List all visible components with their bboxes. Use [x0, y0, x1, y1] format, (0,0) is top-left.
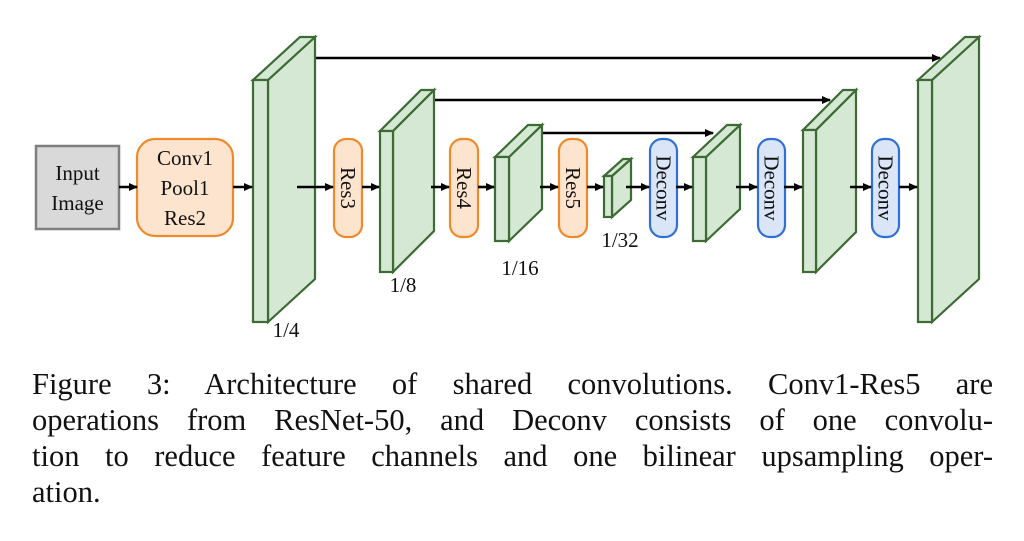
- caption-line-1: Figure 3: Architecture of shared convolu…: [32, 367, 993, 401]
- block-side-face: [266, 34, 317, 325]
- feature-block-1-32: [601, 156, 634, 220]
- res5-op-label: Res5: [561, 167, 585, 209]
- scale-label-1-4: 1/4: [273, 318, 300, 342]
- decoder-block-1-16: [690, 122, 743, 244]
- block-side-face: [930, 34, 981, 325]
- input-image-label: Input: [55, 161, 99, 185]
- caption-line-2: operations from ResNet-50, and Deconv co…: [32, 403, 993, 437]
- res5-op: Res5: [557, 137, 589, 239]
- block-front-face: [493, 155, 511, 243]
- feature-block-1-4: [250, 34, 318, 325]
- res3-op: Res3: [332, 137, 364, 239]
- res3-op-label: Res3: [336, 167, 360, 209]
- stem-label: Pool1: [160, 176, 209, 200]
- caption-line-4: ation.: [32, 475, 101, 509]
- block-front-face: [378, 129, 395, 274]
- input-image-label: Image: [51, 191, 103, 215]
- deconv-op-1: Deconv: [648, 137, 679, 239]
- block-front-face: [916, 78, 934, 324]
- deconv-op-3: Deconv: [870, 137, 901, 239]
- res4-op: Res4: [448, 137, 480, 239]
- block-front-face: [691, 155, 708, 243]
- block-front-face: [251, 78, 270, 324]
- caption-line-3: tion to reduce feature channels and one …: [32, 439, 993, 473]
- deconv-op-3-label: Deconv: [874, 155, 898, 221]
- decoder-block-1-8: [800, 87, 859, 275]
- feature-block-1-16: [492, 122, 545, 244]
- stem-label: Conv1: [157, 146, 213, 170]
- stem-label: Res2: [164, 206, 206, 230]
- scale-label-1-16: 1/16: [501, 256, 538, 280]
- block-front-face: [801, 128, 818, 274]
- deconv-op-2-label: Deconv: [760, 155, 784, 221]
- input-image-rect: [34, 144, 121, 231]
- feature-block-1-8: [377, 87, 437, 275]
- scale-label-1-8: 1/8: [390, 273, 417, 297]
- deconv-op-1-label: Deconv: [652, 155, 676, 221]
- scale-label-1-32: 1/32: [601, 228, 638, 252]
- deconv-op-2: Deconv: [756, 137, 787, 239]
- block-front-face: [602, 174, 614, 219]
- decoder-block-1-4: [915, 34, 982, 325]
- res4-op-label: Res4: [452, 167, 476, 210]
